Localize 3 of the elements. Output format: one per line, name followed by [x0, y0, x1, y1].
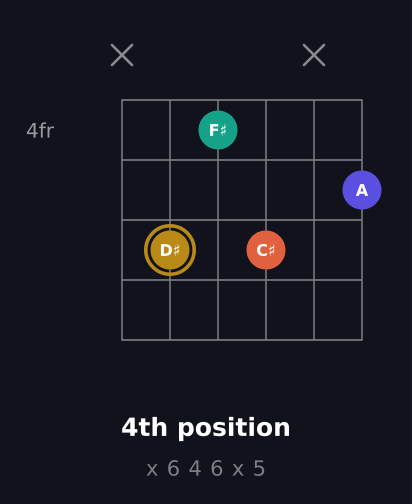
chord-title: 4th position [122, 416, 289, 442]
fret-number: 4fr [26, 122, 54, 138]
fingering-caption: x 6 4 6 x 5 [146, 460, 264, 476]
